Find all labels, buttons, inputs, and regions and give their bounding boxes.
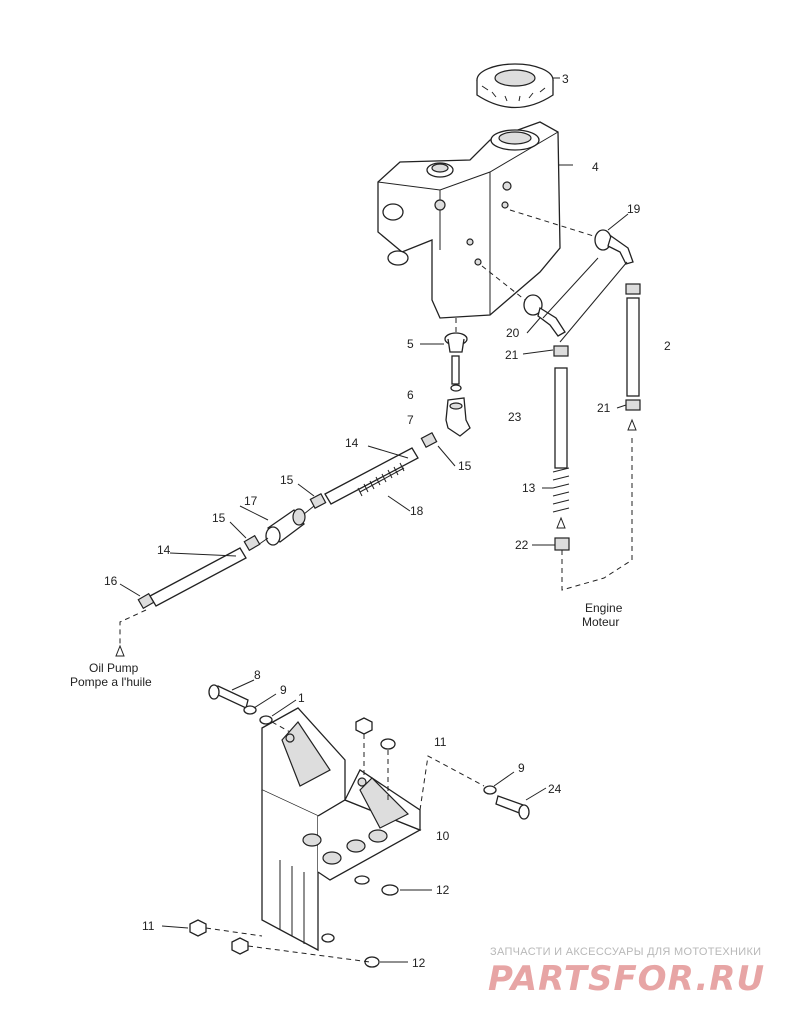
callout-15-upper: 15	[458, 459, 472, 473]
callout-11-bottom: 11	[142, 919, 155, 933]
callout-24: 24	[548, 782, 562, 796]
hose-23	[552, 345, 633, 591]
watermark-logo: PARTSFOR.RU	[488, 959, 765, 999]
callout-12-bottom: 12	[412, 956, 426, 970]
filter-17	[257, 505, 315, 546]
outlet-fitting	[444, 318, 471, 437]
caption-engine-en: Engine	[585, 601, 623, 615]
grommet-20	[481, 265, 566, 337]
captions: Engine Moteur Oil Pump Pompe a l'huile	[70, 601, 623, 689]
leader-lines	[119, 77, 629, 963]
callout-9-right: 9	[518, 761, 525, 775]
callout-11-top: 11	[434, 735, 447, 749]
callout-16: 16	[104, 574, 118, 588]
callout-23: 23	[508, 410, 522, 424]
callout-14-lower: 14	[157, 543, 171, 557]
hose-2	[542, 257, 641, 560]
bracket-1	[189, 684, 530, 968]
callout-14-upper: 14	[345, 436, 359, 450]
callout-15-lower: 15	[212, 511, 226, 525]
callout-21-a: 21	[505, 348, 519, 362]
callout-12-right: 12	[436, 883, 450, 897]
callout-4: 4	[592, 160, 599, 174]
callout-8: 8	[254, 668, 261, 682]
callout-2: 2	[664, 339, 671, 353]
hose-14-upper	[309, 431, 438, 510]
callout-20: 20	[506, 326, 520, 340]
callout-3: 3	[562, 72, 569, 86]
caption-oil-pump-fr: Pompe a l'huile	[70, 675, 152, 689]
grommet-19	[509, 209, 634, 265]
callout-labels: 3 4 19 2 5 20 21 21 6 7 23 14 15 15 17 1…	[104, 72, 671, 970]
oil-tank	[377, 121, 561, 319]
watermark: ЗАПЧАСТИ И АКСЕССУАРЫ ДЛЯ МОТОТЕХНИКИ PA…	[488, 946, 765, 999]
callout-10: 10	[436, 829, 450, 843]
spring-18	[357, 462, 405, 497]
callout-13: 13	[522, 481, 536, 495]
callout-17: 17	[244, 494, 258, 508]
caption-engine-fr: Moteur	[582, 615, 619, 629]
callout-5: 5	[407, 337, 414, 351]
caption-oil-pump-en: Oil Pump	[89, 661, 139, 675]
callout-9-left: 9	[280, 683, 287, 697]
watermark-tagline: ЗАПЧАСТИ И АКСЕССУАРЫ ДЛЯ МОТОТЕХНИКИ	[490, 946, 761, 958]
callout-19: 19	[627, 202, 641, 216]
callout-22: 22	[515, 538, 529, 552]
callout-7: 7	[407, 413, 414, 427]
tank-cap	[476, 63, 554, 109]
hose-14-lower	[115, 534, 261, 657]
callout-18: 18	[410, 504, 424, 518]
callout-21-b: 21	[597, 401, 611, 415]
callout-6: 6	[407, 388, 414, 402]
callout-1: 1	[298, 691, 305, 705]
callout-15-mid: 15	[280, 473, 294, 487]
